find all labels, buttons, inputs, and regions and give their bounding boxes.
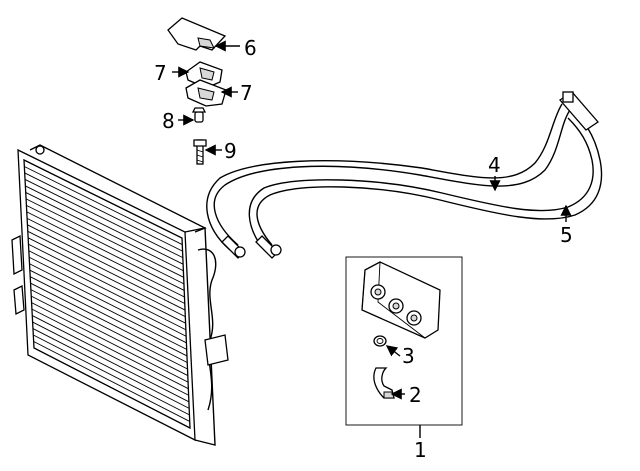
callout-3: 3 [402, 344, 415, 368]
radiator-fin [27, 224, 185, 304]
seal-3 [373, 335, 387, 347]
nut-8 [191, 107, 207, 123]
oil-cooler [361, 261, 441, 339]
callout-9: 9 [224, 139, 237, 163]
radiator-fin [24, 166, 183, 245]
radiator-fin [32, 315, 189, 396]
radiator-fin [31, 302, 189, 383]
radiator-fin [33, 334, 190, 416]
radiator-fin [25, 198, 184, 278]
hose-4 [213, 109, 571, 246]
leader-lines [172, 40, 572, 438]
radiator-fin [27, 237, 186, 318]
callout-5: 5 [560, 223, 573, 247]
radiator-fin [30, 289, 188, 370]
radiator-fin [33, 341, 190, 422]
radiator-fin [28, 256, 187, 337]
radiator-fin [24, 172, 183, 252]
radiator [11, 144, 229, 446]
clip-7-upper [185, 61, 223, 89]
bolt-9 [193, 139, 207, 165]
callout-8: 8 [162, 109, 175, 133]
radiator-fin [26, 217, 185, 298]
callout-6: 6 [244, 36, 257, 60]
radiator-fin [24, 179, 184, 259]
radiator-fin [28, 250, 187, 331]
clip-7-lower [185, 79, 227, 107]
hose-5 [256, 111, 603, 246]
callouts: 6 7 7 8 9 4 5 3 2 1 [154, 36, 573, 462]
radiator-fin [33, 347, 191, 429]
radiator-fin [29, 263, 187, 344]
radiator-fin [30, 276, 188, 357]
radiator-fins [23, 159, 191, 429]
radiator-fin [25, 192, 184, 272]
radiator-fin [32, 328, 190, 409]
callout-2: 2 [409, 383, 422, 407]
radiator-fin [26, 204, 185, 285]
radiator-fin [32, 321, 190, 403]
radiator-fin [30, 282, 188, 363]
radiator-fin [29, 269, 187, 350]
callout-7-lower: 7 [240, 81, 253, 105]
kit-box [345, 256, 463, 426]
callout-4: 4 [488, 153, 501, 177]
radiator-fin [31, 308, 189, 390]
clip-2 [373, 367, 395, 399]
callout-1: 1 [414, 438, 427, 462]
callout-7-upper: 7 [154, 61, 167, 85]
radiator-fin [26, 211, 185, 291]
radiator-fin [27, 230, 186, 311]
radiator-fin [23, 159, 183, 239]
radiator-fin [28, 243, 186, 324]
radiator-fin [31, 295, 188, 376]
cooler-lines [206, 91, 603, 259]
radiator-fin [25, 185, 184, 265]
bracket-6 [167, 17, 227, 51]
